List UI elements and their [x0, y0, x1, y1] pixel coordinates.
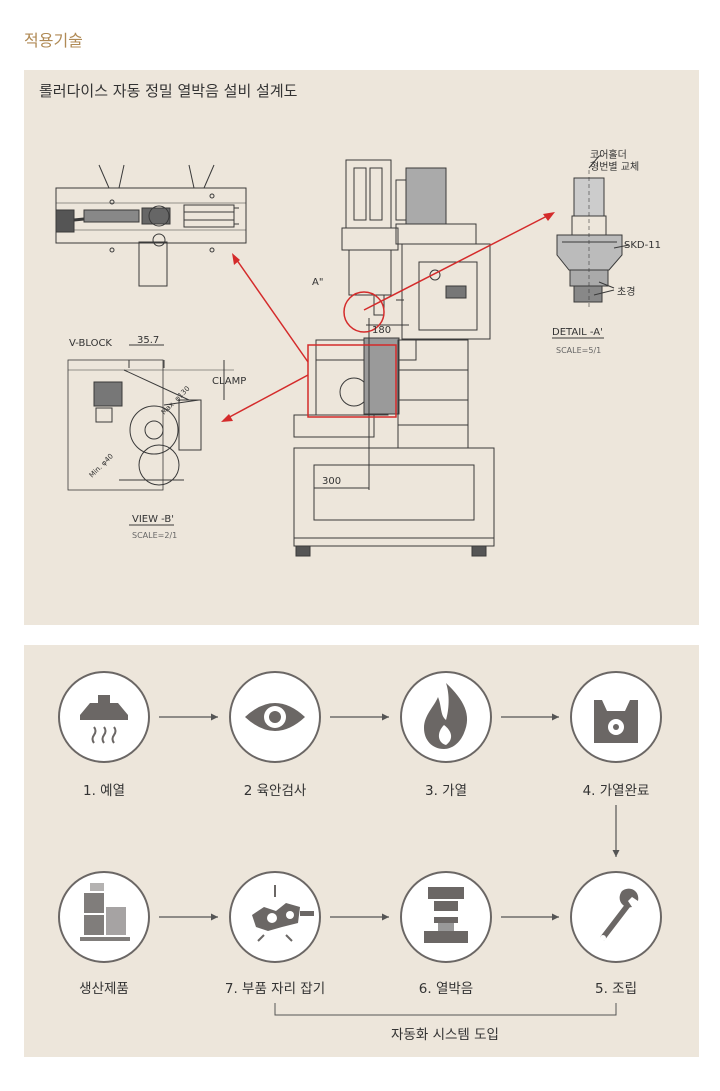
press-icon	[424, 887, 468, 943]
label-carbide: 초경	[617, 285, 635, 298]
machine-front-view	[293, 159, 495, 557]
section-title: 적용기술	[24, 31, 83, 50]
view-b-caption: VIEW -B'	[132, 514, 174, 525]
step-label-7: 7. 부품 자리 잡기	[224, 981, 326, 997]
label-vblock: V-BLOCK	[69, 338, 112, 349]
label-dim-180: 180	[372, 325, 391, 336]
step-label-5: 5. 조립	[594, 981, 637, 997]
label-marker-a: A"	[312, 277, 323, 288]
arrow-to-top-view	[233, 255, 309, 363]
label-dim-300: 300	[322, 476, 341, 487]
top-view-drawing	[55, 164, 247, 287]
system-bracket	[274, 1003, 617, 1016]
label-skd: SKD-11	[624, 240, 661, 251]
boxes-icon	[80, 883, 130, 941]
detail-a-caption: DETAIL -A'	[552, 327, 603, 338]
arrow-to-view-b	[223, 374, 309, 421]
red-callouts	[223, 213, 552, 421]
drawing-panel: 롤러다이스 자동 정밀 열박음 설비 설계도	[24, 70, 699, 625]
step-label-2: 2 육안검사	[243, 783, 307, 799]
step-label-3: 3. 가열	[424, 783, 467, 799]
step-label-1: 1. 예열	[82, 783, 125, 799]
callout-box-view-b	[307, 344, 397, 418]
step-circle-3	[400, 671, 492, 763]
step-label-4: 4. 가열완료	[582, 783, 650, 799]
view-b-drawing	[67, 344, 234, 491]
label-core-holder-1: 코어홀더	[590, 148, 627, 161]
arrow-to-detail-a	[363, 213, 552, 311]
process-panel: 1. 예열 2 육안검사 3. 가열 4. 가열완료 생산제품 7. 부품 자리…	[24, 645, 699, 1057]
detail-a-scale: SCALE=5/1	[556, 346, 601, 355]
step-label-product: 생산제품	[79, 981, 129, 997]
label-clamp: CLAMP	[212, 376, 246, 387]
label-dim-35: 35.7	[137, 335, 159, 346]
view-b-scale: SCALE=2/1	[132, 531, 177, 540]
eye-icon	[245, 703, 305, 731]
hood-heat-icon	[80, 695, 128, 720]
label-core-holder-2: 형번별 교체	[590, 161, 639, 173]
label-dim-max: Max. φ130	[160, 385, 192, 417]
parts-position-icon	[252, 903, 314, 931]
callout-circle-detail-a	[343, 291, 385, 333]
process-diagram	[58, 671, 662, 1016]
drawing-title: 롤러다이스 자동 정밀 열박음 설비 설계도	[39, 82, 298, 100]
detail-a-drawing	[552, 155, 630, 339]
flame-icon	[424, 683, 468, 749]
label-dim-min: Min. φ40	[88, 452, 115, 479]
step-label-6: 6. 열박음	[418, 981, 474, 997]
bag-icon	[594, 700, 638, 743]
wrench-icon	[600, 888, 639, 941]
machine-drawing: 코어홀더 형번별 교체 SKD-11 초경 DETAIL -A' SCALE=5…	[55, 148, 661, 557]
bracket-label: 자동화 시스템 도입	[391, 1027, 499, 1043]
